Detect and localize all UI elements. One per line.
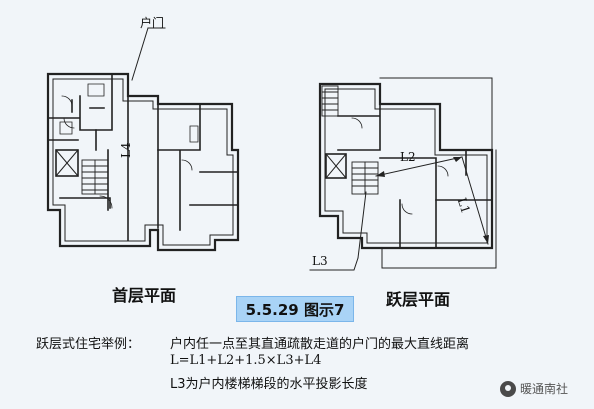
upper-stair-box	[325, 153, 347, 179]
ground-stair-cross	[55, 149, 79, 177]
l3-label: L3	[312, 254, 328, 268]
ground-floor-plan	[46, 27, 240, 252]
l2-dimension-line	[375, 156, 463, 177]
upper-plan-inner-wall-line	[324, 88, 488, 244]
distance-arrowheads	[376, 157, 489, 244]
note-line1: 户内任一点至其直通疏散走道的户门的最大直线距离	[170, 337, 470, 352]
ground-plan-caption: 首层平面	[112, 286, 177, 305]
ground-fixtures	[59, 83, 199, 143]
l1-dimension-line	[461, 156, 489, 245]
upper-plan-terrace	[361, 77, 497, 269]
upper-top-stair	[321, 85, 339, 117]
note-line3: L3为户内楼梯梯段的水平投影长度	[170, 377, 368, 392]
distance-lines	[309, 156, 489, 271]
ground-plan-outer-wall	[46, 72, 240, 252]
upper-plan-caption: 跃层平面	[386, 290, 451, 309]
entry-corridor	[127, 79, 159, 241]
ground-plan-inner-wall-line	[52, 78, 234, 246]
watermark: 暖通南社	[500, 380, 568, 397]
figure-badge: 5.5.29 图示7	[236, 296, 354, 322]
l4-label: L4	[119, 142, 133, 158]
ground-stair-flight	[81, 159, 109, 195]
ground-door-swings	[61, 95, 193, 209]
ground-stair-box	[55, 149, 79, 177]
l3-pointer-line	[357, 191, 367, 259]
upper-floor-plan	[309, 77, 497, 271]
door-pointer	[131, 27, 166, 81]
note-formula: L=L1+L2+1.5×L3+L4	[170, 353, 322, 368]
wechat-logo-icon	[500, 380, 516, 397]
note-lead: 跃层式住宅举例：	[36, 337, 141, 352]
upper-stair-flight	[351, 161, 379, 195]
upper-stair-cross	[325, 153, 347, 179]
watermark-text: 暖通南社	[520, 382, 569, 396]
l3-label-underline	[309, 257, 359, 271]
l2-label: L2	[400, 150, 416, 164]
door-label: 户门	[140, 16, 165, 30]
upper-door-swings	[351, 117, 449, 215]
upper-interior-walls	[337, 103, 493, 249]
